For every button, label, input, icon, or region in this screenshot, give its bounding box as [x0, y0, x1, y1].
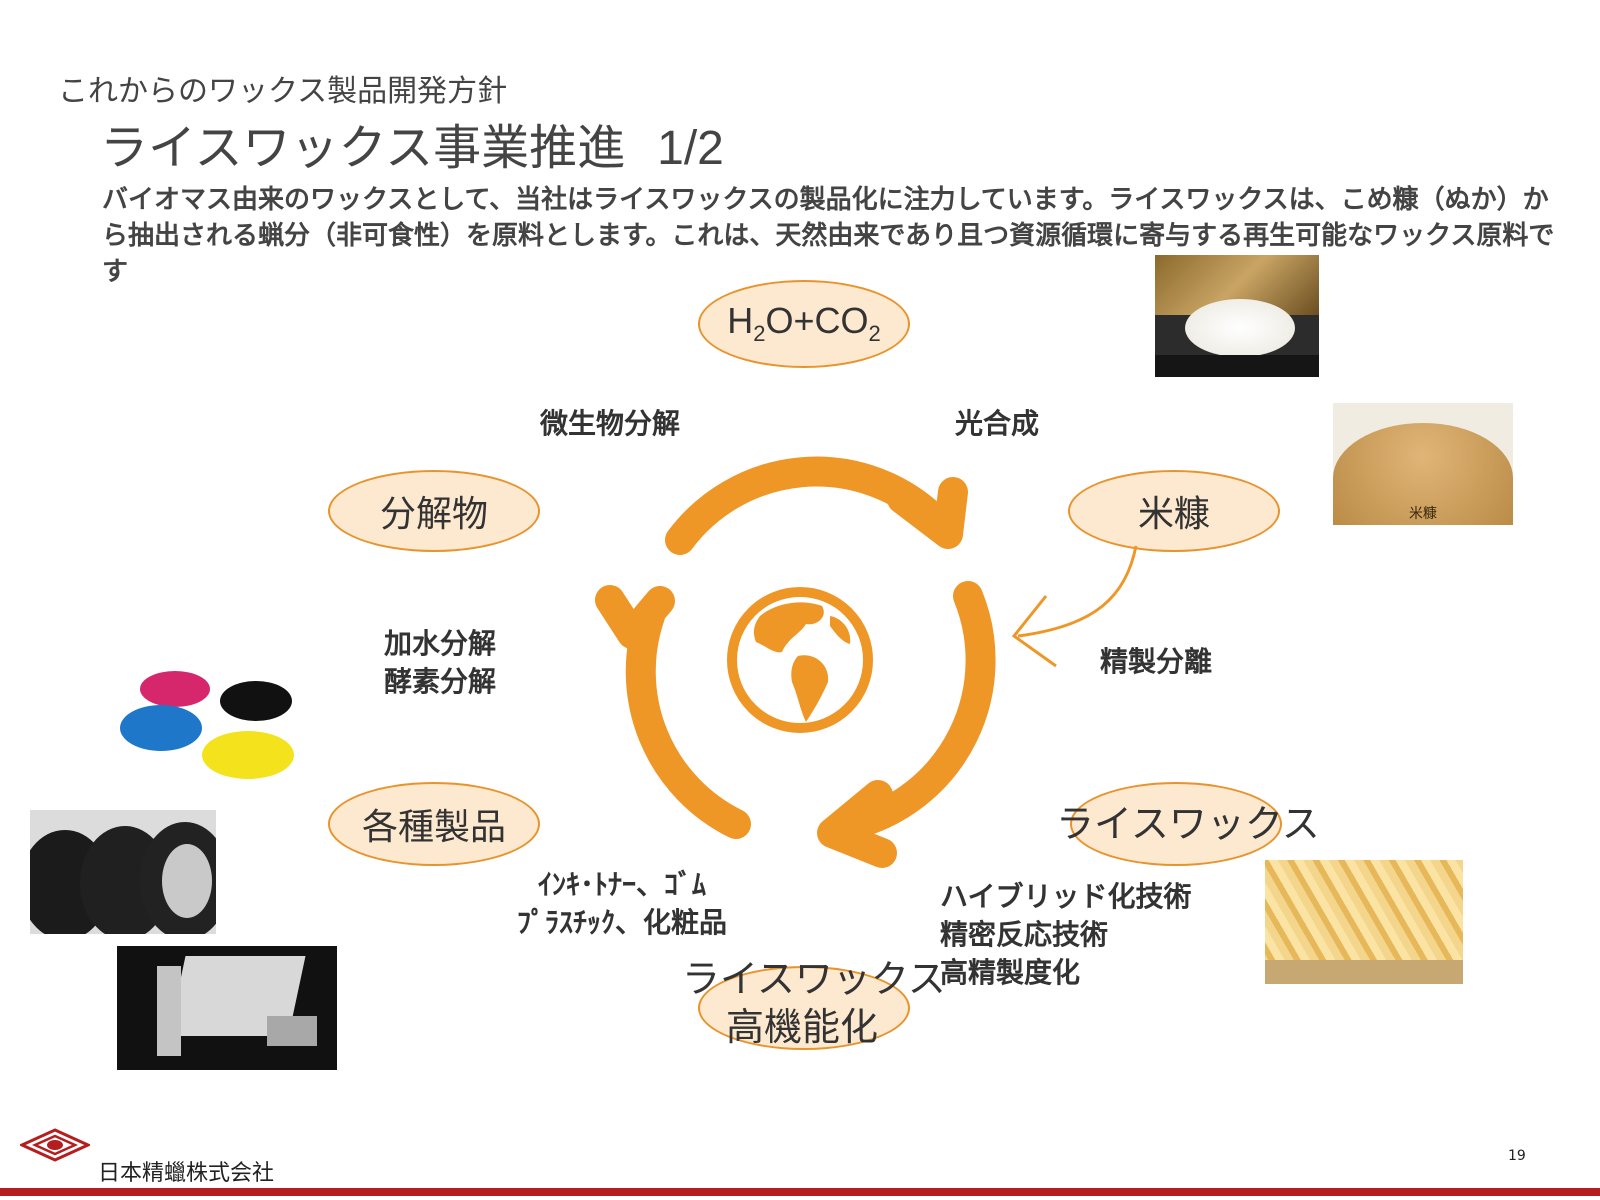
oval-high-function	[698, 966, 910, 1050]
toner-powder-photo	[120, 661, 302, 785]
label-uses: ｲﾝｷ･ﾄﾅｰ、ｺﾞﾑﾌﾟﾗｽﾁｯｸ、化粧品	[516, 868, 727, 939]
arrow-refining	[841, 581, 996, 839]
label-high-function: ライスワックス高機能化	[682, 957, 946, 1049]
label-refining: 精製分離	[1100, 645, 1213, 678]
cycle-diagram	[595, 456, 996, 868]
oval-decomposed: 分解物	[328, 470, 540, 552]
rice-grain-photo	[1155, 255, 1319, 377]
oval-rice-wax	[1070, 782, 1282, 866]
label-tech: ハイブリッド化技術精密反応技術高精製度化	[940, 880, 1192, 989]
slide-subtitle: これからのワックス製品開発方針	[58, 74, 508, 109]
rice-wax-photo	[1265, 860, 1463, 984]
footer-bar	[0, 1188, 1600, 1196]
label-photosynthesis: 光合成	[955, 407, 1040, 440]
arrowhead-left	[595, 585, 675, 649]
company-logo-icon	[20, 1128, 90, 1162]
label-microbial: 微生物分解	[540, 407, 681, 440]
label-rice-wax: ライスワックス	[1056, 802, 1320, 846]
bran-photo-caption: 米糠	[1409, 506, 1437, 522]
tires-photo	[30, 810, 216, 934]
oval-h2o-co2: H2O+CO2	[698, 280, 910, 368]
description-text: バイオマス由来のワックスとして、当社はライスワックスの製品化に注力しています。ラ…	[102, 185, 1555, 287]
globe-icon	[727, 587, 873, 733]
plastic-parts-photo	[117, 946, 337, 1070]
title-page-fraction: 1/2	[657, 122, 724, 175]
rice-bran-photo: 米糠	[1333, 403, 1513, 525]
label-hydrolysis: 加水分解酵素分解	[384, 627, 497, 698]
oval-products: 各種製品	[328, 782, 540, 866]
slide-title: ライスワックス事業推進 1/2	[100, 108, 724, 178]
arrow-decompose	[625, 601, 751, 839]
arrowhead-top	[887, 477, 968, 549]
oval-rice-bran: 米糠	[1068, 470, 1280, 552]
title-text: ライスワックス事業推進	[100, 120, 626, 176]
connector-arrow	[1011, 545, 1138, 668]
arrowhead-bottom	[817, 780, 897, 868]
company-name: 日本精蠟株式会社	[98, 1161, 275, 1186]
page-number: 19	[1508, 1148, 1526, 1164]
